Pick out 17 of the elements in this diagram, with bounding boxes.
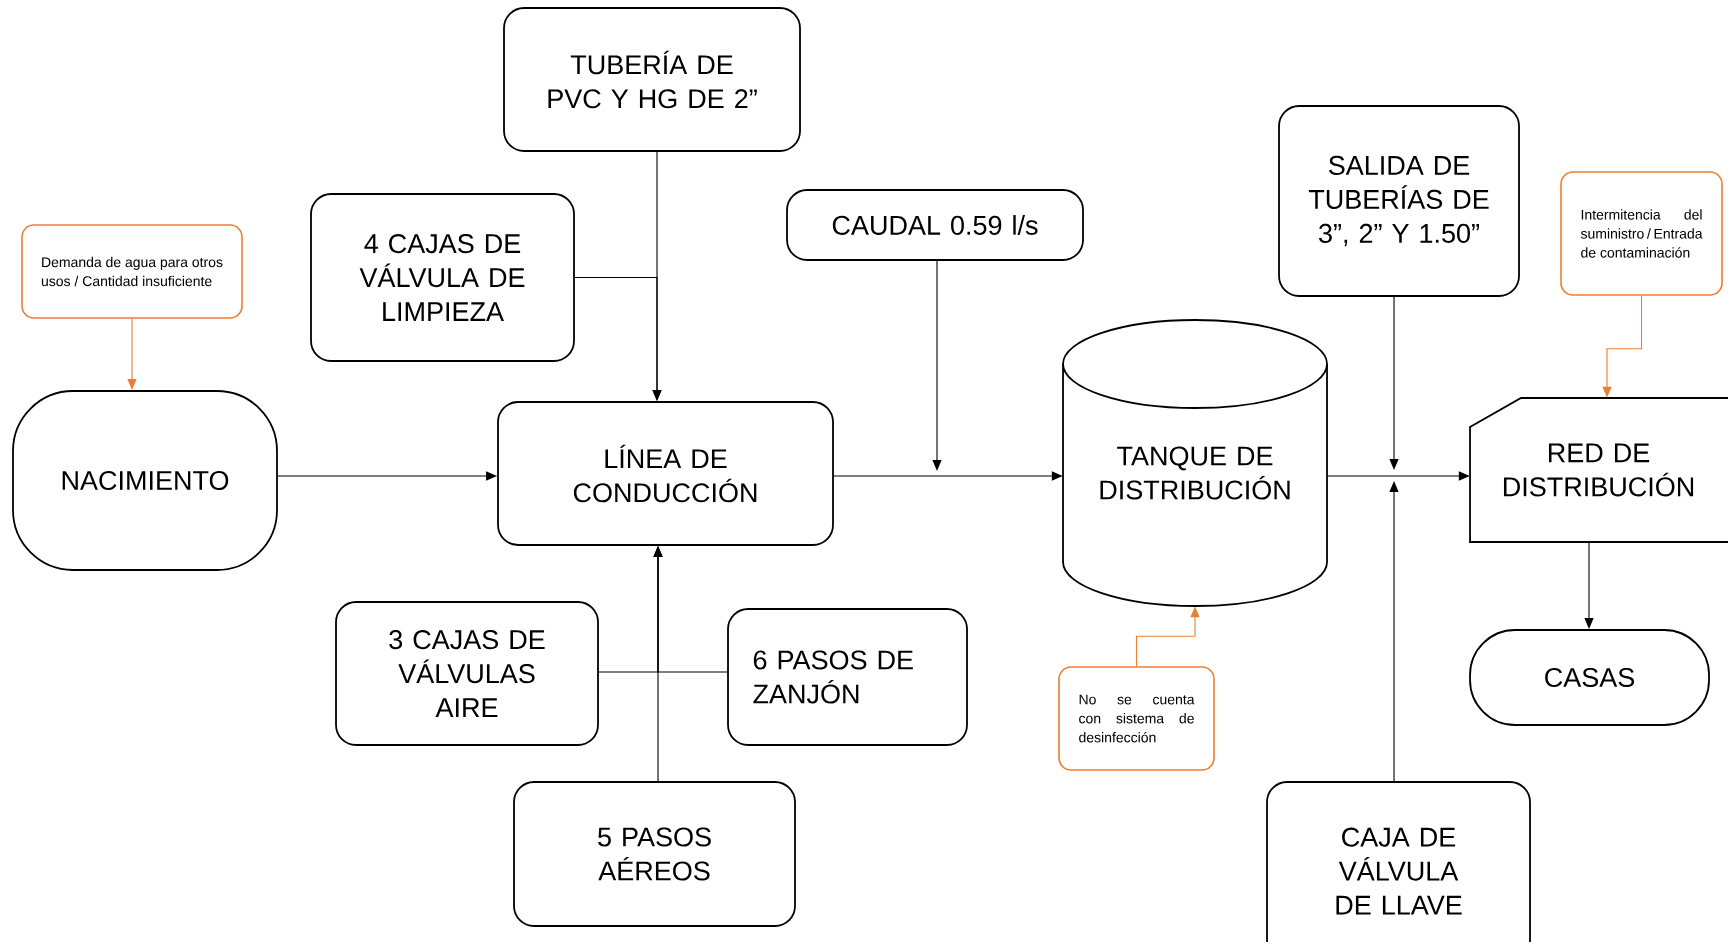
tank-cylinder: TANQUE DE DISTRIBUCIÓN <box>1062 319 1328 607</box>
arrow <box>1389 481 1399 782</box>
process-box: TUBERÍA DE PVC Y HG DE 2” <box>503 7 801 152</box>
callout-box: Intermitencia del suministro / Entrada de contaminación <box>1560 171 1723 296</box>
cut-corner-box: RED DE DISTRIBUCIÓN <box>1469 397 1728 543</box>
callout-box: No se cuenta con sistema de desinfección <box>1058 666 1215 771</box>
process-box: CAUDAL 0.59 l/s <box>786 189 1084 261</box>
arrow <box>932 260 942 471</box>
arrow <box>1389 296 1399 470</box>
process-box: 5 PASOS AÉREOS <box>513 781 796 927</box>
callout-box: Demanda de agua para otros usos / Cantidad insuficiente <box>21 224 243 319</box>
process-box: 6 PASOS DE ZANJÓN <box>727 608 968 746</box>
process-box: CAJA DE VÁLVULA DE LLAVE <box>1266 781 1531 942</box>
process-box: 4 CAJAS DE VÁLVULA DE LIMPIEZA <box>310 193 575 362</box>
process-box: 3 CAJAS DE VÁLVULAS AIRE <box>335 601 599 746</box>
process-box: LÍNEA DE CONDUCCIÓN <box>497 401 834 546</box>
process-box: SALIDA DE TUBERÍAS DE 3”, 2” Y 1.50” <box>1278 105 1520 297</box>
